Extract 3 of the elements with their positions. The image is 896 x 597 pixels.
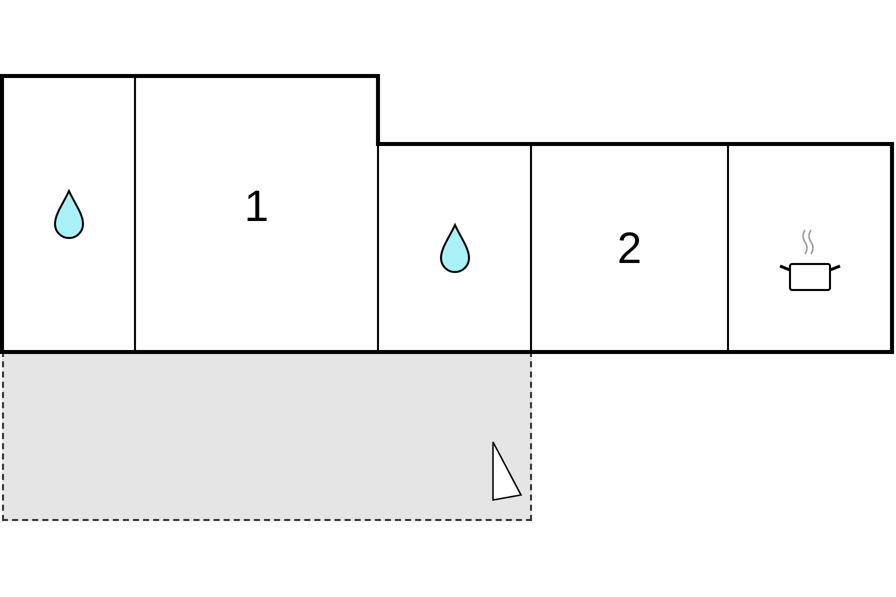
room-number: 1 (244, 184, 269, 228)
room-number: 2 (617, 226, 642, 270)
terrace-area (2, 351, 532, 521)
